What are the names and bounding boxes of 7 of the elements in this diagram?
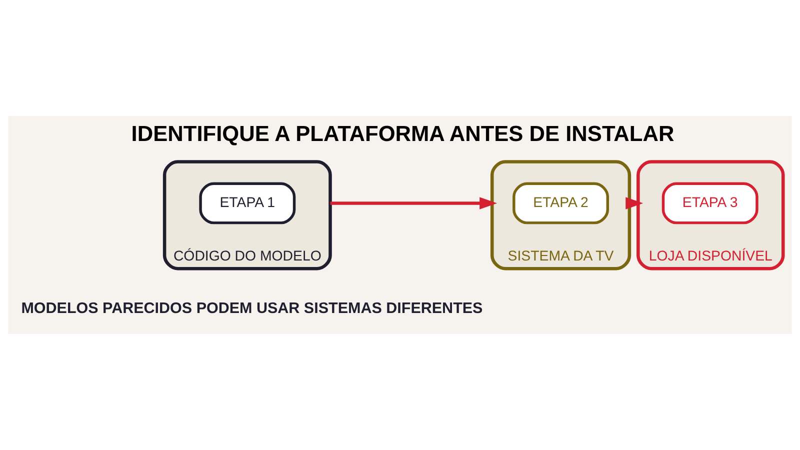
label: MODELOS PARECIDOS PODEM USAR SISTEMAS DIFERENTES [21,300,483,317]
arrow [626,197,644,210]
node-box: ETAPA 2 [512,182,609,224]
diagram-title: IDENTIFIQUE A PLATAFORMA ANTES DE INSTALAR [131,121,674,146]
node-box: ETAPA 3 [662,182,758,224]
node-box: ETAPA 1 [199,182,296,224]
arrow [330,197,498,210]
